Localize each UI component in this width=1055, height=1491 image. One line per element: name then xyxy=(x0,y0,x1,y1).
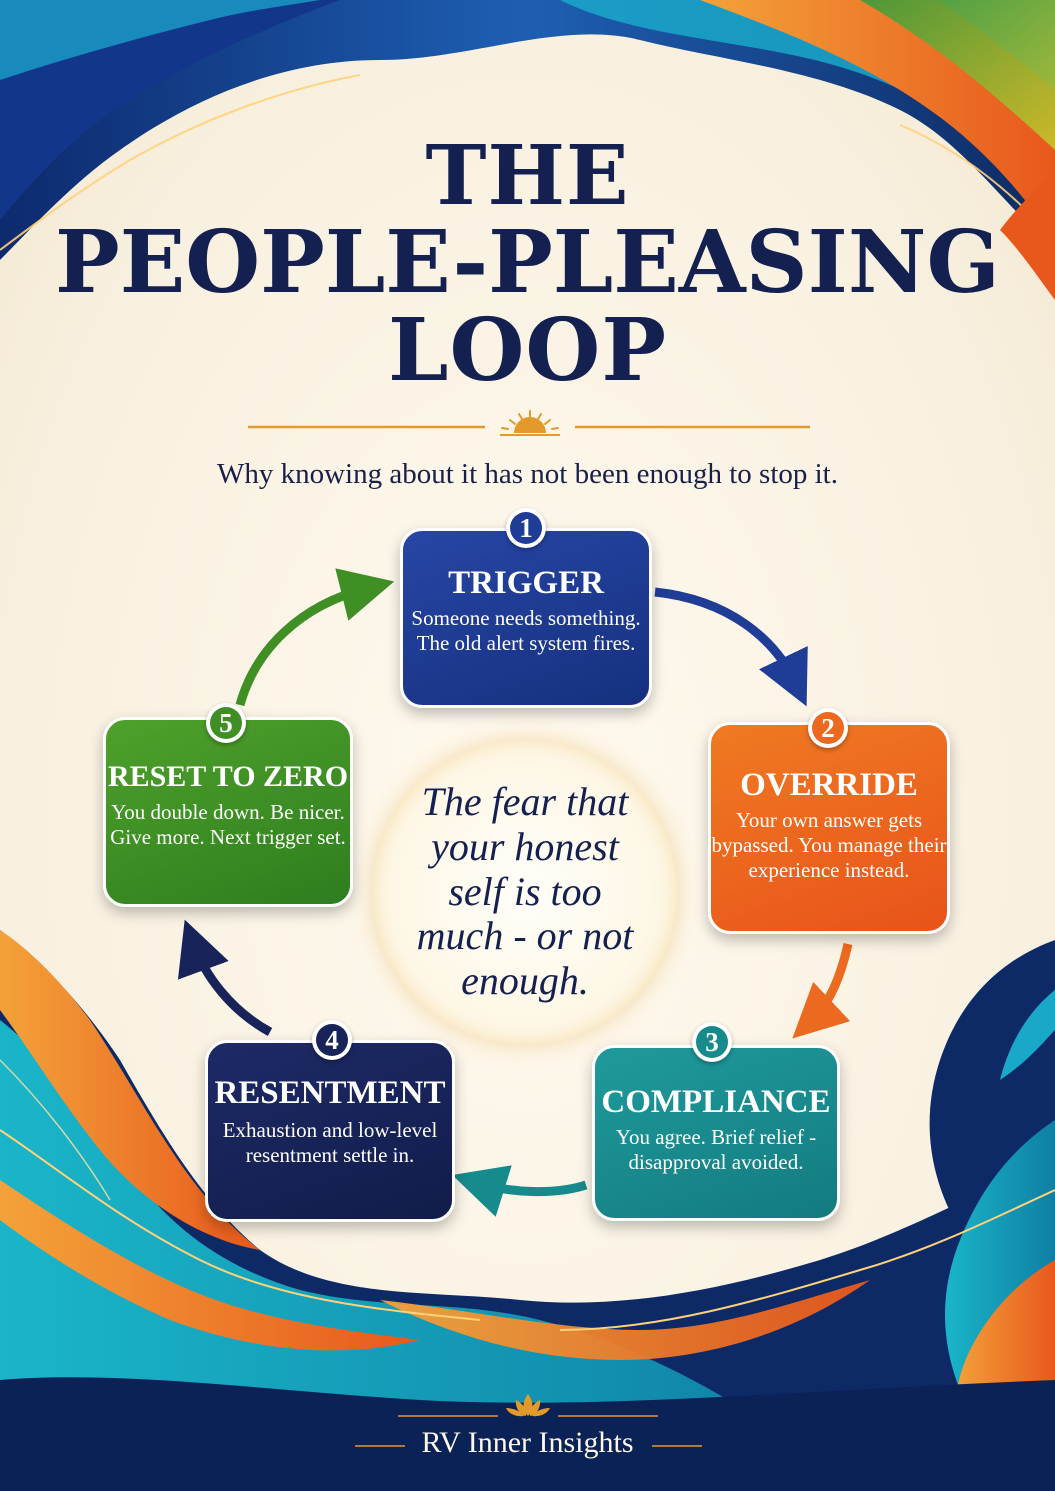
title-divider xyxy=(248,410,810,436)
step-card-trigger: TRIGGER Someone needs something. The old… xyxy=(400,528,652,708)
core-fear-text: The fear that your honest self is too mu… xyxy=(416,779,634,1004)
arrow-4-to-5 xyxy=(177,919,273,1036)
step-description: Someone needs something. The old alert s… xyxy=(411,606,641,656)
step-card-resentment: RESENTMENT Exhaustion and low-level rese… xyxy=(205,1040,455,1222)
step-card-compliance: COMPLIANCE You agree. Brief relief - dis… xyxy=(592,1045,840,1221)
sunrise-icon xyxy=(500,410,560,436)
title-line-1: THE xyxy=(425,128,630,224)
step-heading: RESET TO ZERO xyxy=(107,760,349,793)
arrow-1-to-2 xyxy=(654,587,808,707)
step-description: You double down. Be nicer. Give more. Ne… xyxy=(110,800,346,850)
title-line-3: LOOP xyxy=(388,300,667,401)
step-number-badge: 4 xyxy=(312,1020,352,1060)
step-card-reset-to-zero: RESET TO ZERO You double down. Be nicer.… xyxy=(103,717,353,907)
step-description: You agree. Brief relief - disapproval av… xyxy=(615,1125,817,1175)
footer-lines xyxy=(355,1445,702,1447)
footer-ornament xyxy=(398,1394,658,1417)
step-number-badge: 5 xyxy=(206,703,246,743)
step-description: Exhaustion and low-level resentment sett… xyxy=(222,1118,438,1168)
step-heading: RESENTMENT xyxy=(214,1075,446,1111)
brand-footer: RV Inner Insights xyxy=(421,1426,634,1459)
step-heading: TRIGGER xyxy=(448,565,604,601)
step-heading: COMPLIANCE xyxy=(601,1084,831,1120)
step-heading: OVERRIDE xyxy=(740,767,918,803)
step-description: Your own answer gets bypassed. You manag… xyxy=(711,808,947,883)
step-number-badge: 3 xyxy=(692,1022,732,1062)
arrow-2-to-3 xyxy=(792,943,853,1039)
title-line-2: PEOPLE-PLEASING xyxy=(55,212,1000,313)
step-card-override: OVERRIDE Your own answer gets bypassed. … xyxy=(708,722,950,934)
arrow-5-to-1 xyxy=(235,568,395,707)
lotus-icon xyxy=(506,1394,550,1417)
core-fear-circle: The fear that your honest self is too mu… xyxy=(373,740,677,1044)
arrow-3-to-4 xyxy=(452,1165,588,1217)
step-number-badge: 1 xyxy=(506,508,546,548)
step-number-badge: 2 xyxy=(808,708,848,748)
subtitle: Why knowing about it has not been enough… xyxy=(216,458,838,490)
